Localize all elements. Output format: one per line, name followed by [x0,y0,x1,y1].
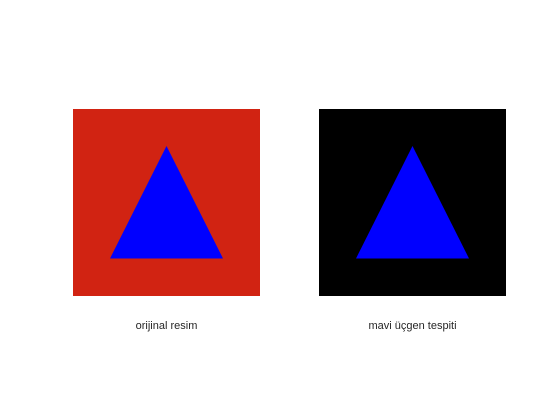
original-image-caption: orijinal resim [135,320,198,332]
detection-image-caption: mavi üçgen tespiti [368,320,457,332]
detection-image-panel [319,109,506,296]
original-image-panel [73,109,260,296]
blue-triangle [110,146,223,259]
detection-image [319,109,506,296]
detected-blue-triangle [356,146,469,259]
original-image [73,109,260,296]
